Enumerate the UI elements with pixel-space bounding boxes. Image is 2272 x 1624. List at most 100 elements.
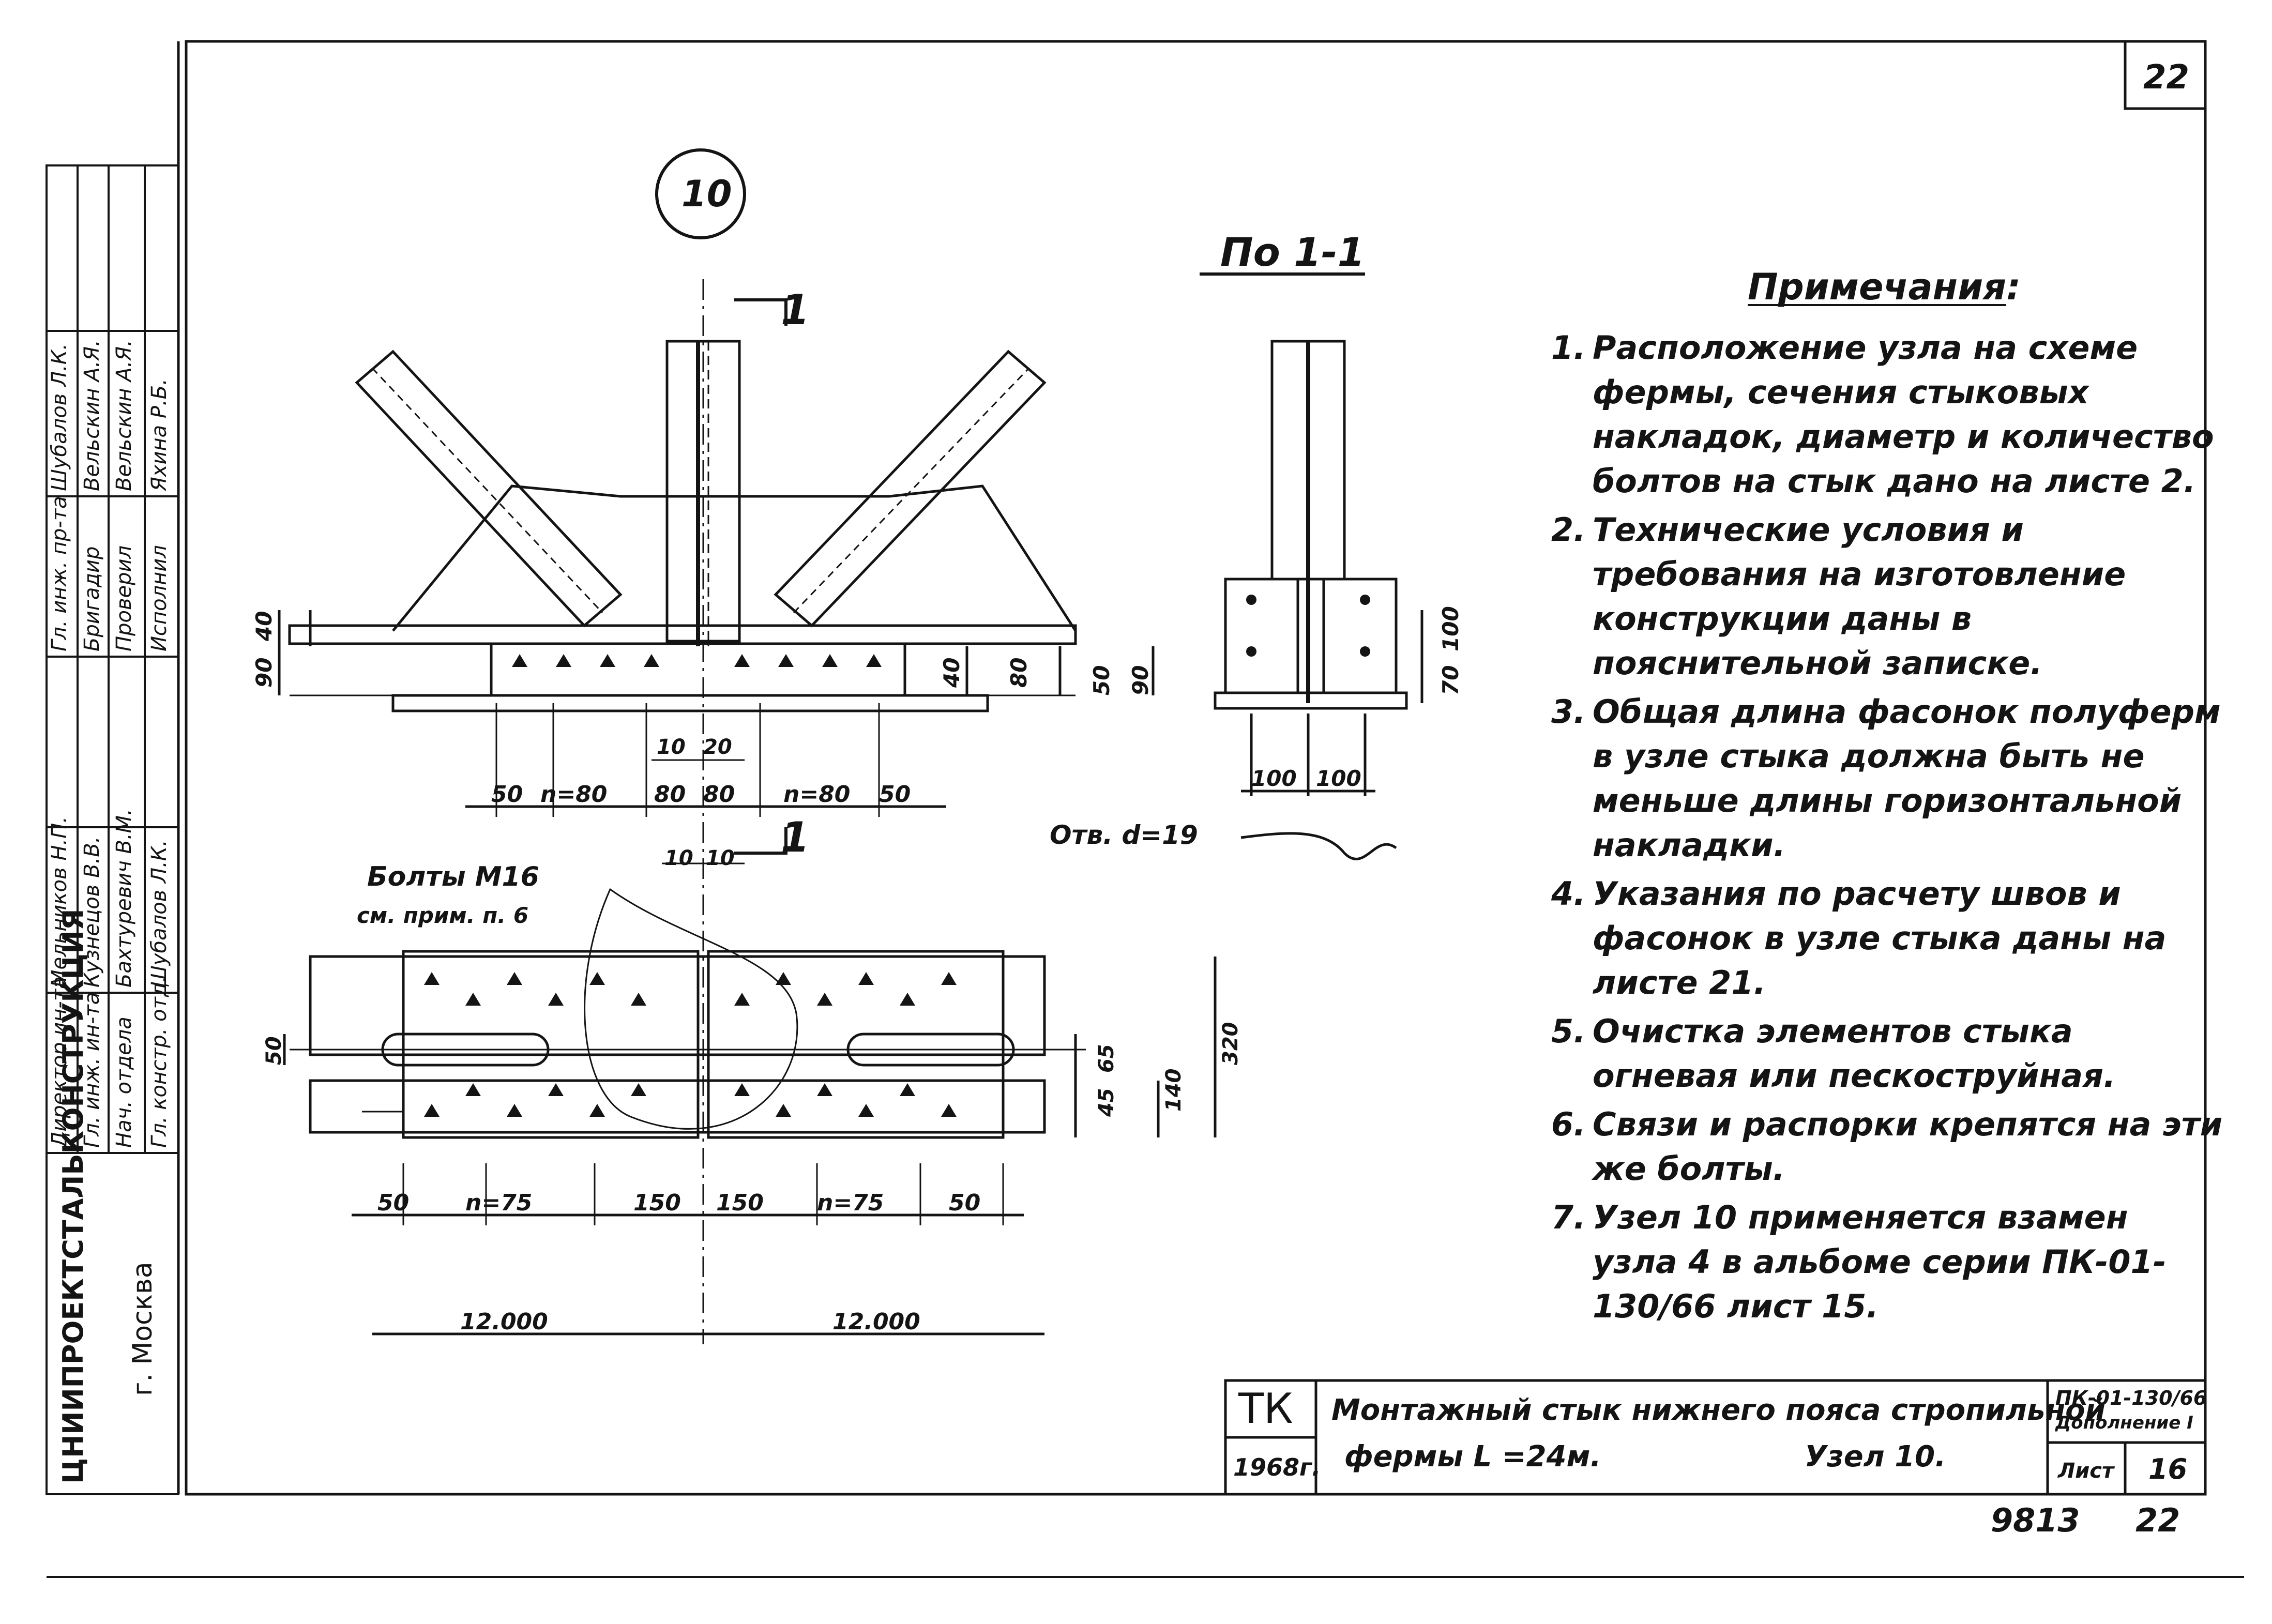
plan-view — [283, 862, 1217, 1335]
splice-plate-bottom — [391, 694, 989, 712]
bottom-number: 9813 — [1991, 1501, 2080, 1539]
dim-s100b: 100 — [1316, 766, 1361, 791]
stamp-role: Гл. инж. пр-та — [48, 496, 71, 651]
plan-dim-top10b: 10 — [706, 846, 735, 870]
corner-box — [2124, 40, 2207, 110]
section-bolt-marks — [1246, 595, 1370, 657]
stamp-name: Бахтуревич В.М. — [112, 809, 136, 988]
gusset-plate — [392, 484, 1077, 632]
dim-v80: 80 — [1006, 657, 1032, 688]
note-item: 3.Общая длина фасонок полуферм в узле ст… — [1551, 693, 2221, 864]
plan-dim-v45: 45 — [1095, 1088, 1118, 1117]
dim-s100a: 100 — [1251, 766, 1297, 791]
stamp-name: Мельников Н.П. — [48, 816, 71, 988]
note-item: 4.Указания по расчету швов и фасонок в у… — [1551, 875, 2167, 1001]
plan-bolt-marks — [424, 972, 957, 1117]
section-marker-top: 1 — [781, 286, 810, 334]
plan-dim-v320: 320 — [1219, 1022, 1243, 1066]
section-marker-bottom: 1 — [781, 813, 810, 861]
title-line2: фермы L =24м. — [1344, 1440, 1601, 1474]
note-item: 2.Технические условия и требования на из… — [1551, 511, 2126, 682]
notes-block: Примечания: 1.Расположение узла на схеме… — [1551, 269, 2223, 1333]
section-base — [1214, 691, 1408, 710]
dim-row-50b: 50 — [879, 781, 911, 808]
dim-s70: 70 — [1438, 665, 1463, 695]
stamp-name: Вельскин А.Я. — [80, 340, 104, 491]
dim-h20: 20 — [703, 735, 732, 759]
side-stamp-frame — [46, 164, 179, 1495]
note-item: 1.Расположение узла на схеме фермы, сече… — [1551, 329, 2214, 500]
plan-row-50a: 50 — [377, 1190, 410, 1216]
plan-dim-top10a: 10 — [664, 846, 693, 870]
hole-label: Отв. d=19 — [1050, 820, 1198, 850]
dim-row-50a: 50 — [491, 781, 523, 808]
title-line1: Монтажный стык нижнего пояса стропильной — [1331, 1393, 2106, 1427]
stamp-role: Проверил — [112, 545, 136, 651]
plan-dim-v65: 65 — [1095, 1044, 1118, 1073]
title-block-frame — [1224, 1379, 2207, 1496]
section-1-1-view — [1200, 272, 1423, 860]
plan-row-150a: 150 — [633, 1190, 681, 1216]
plan-row-n75b: n=75 — [817, 1190, 884, 1216]
plan-row-50b: 50 — [949, 1190, 981, 1216]
stamp-role: Директор ин-та — [48, 976, 71, 1148]
plan-splice-left — [402, 950, 700, 1139]
dim-s100: 100 — [1438, 606, 1463, 651]
bolts-ref: см. прим. п. 6 — [357, 903, 529, 928]
plan-flange-top — [309, 955, 1046, 1056]
section-plate-left — [1224, 578, 1299, 694]
plan-flange-bottom — [309, 1079, 1046, 1134]
stamp-name: Шубалов Л.К. — [48, 343, 71, 491]
plan-dim-v50: 50 — [262, 1036, 286, 1065]
plan-dim-v140: 140 — [1162, 1068, 1186, 1112]
stamp-role: Гл. констр. отд. — [147, 976, 171, 1148]
title-sheet-no: 16 — [2148, 1453, 2188, 1485]
section-title: По 1-1 — [1220, 229, 1365, 275]
title-node: Узел 10. — [1805, 1440, 1946, 1474]
note-item: 5.Очистка элементов стыка огневая или пе… — [1551, 1012, 2116, 1095]
stamp-name: Кузнецов В.В. — [80, 836, 104, 988]
title-year: 1968г. — [1233, 1453, 1321, 1481]
right-diagonal — [774, 350, 1047, 628]
plan-row-150b: 150 — [716, 1190, 764, 1216]
dim-row-80b: 80 — [703, 781, 735, 808]
bolts-label: Болты М16 — [367, 861, 539, 892]
stamp-role: Исполнил — [147, 545, 171, 651]
stamp-name: Вельскин А.Я. — [112, 340, 136, 491]
stamp-role: Нач. отдела — [112, 1016, 136, 1148]
dim-h10: 10 — [657, 735, 686, 759]
dim-v90: 90 — [251, 657, 277, 688]
stamp-city: г. Москва — [127, 1262, 158, 1396]
plan-splice-right — [707, 950, 1005, 1139]
elevation-view — [278, 279, 1155, 1344]
span-right: 12.000 — [832, 1309, 920, 1335]
span-left: 12.000 — [460, 1309, 548, 1335]
title-code: ТК — [1238, 1385, 1293, 1433]
sheet-border — [185, 40, 2207, 1496]
title-supplement: Дополнение I — [2055, 1413, 2193, 1433]
notes-heading: Примечания: — [1748, 266, 2021, 308]
plan-row-n75a: n=75 — [465, 1190, 533, 1216]
dim-row-n80b: n=80 — [783, 781, 851, 808]
bottom-right-number: 22 — [2135, 1501, 2180, 1539]
node-number-circle — [655, 148, 746, 239]
dim-row-n80a: n=80 — [540, 781, 608, 808]
note-item: 6.Связи и распорки крепятся на эти же бо… — [1551, 1105, 2223, 1188]
left-diagonal — [355, 350, 623, 628]
node-number: 10 — [681, 173, 732, 215]
title-series: ПК-01-130/66 — [2055, 1387, 2207, 1409]
stamp-name: Яхина Р.Б. — [147, 378, 171, 491]
stamp-role: Бригадир — [80, 546, 104, 651]
dim-row-80a: 80 — [654, 781, 686, 808]
corner-number: 22 — [2143, 58, 2190, 97]
elevation-bolt-marks — [512, 654, 882, 667]
splice-plate-top — [490, 642, 906, 697]
note-item: 7.Узел 10 применяется взамен узла 4 в ал… — [1551, 1198, 2167, 1325]
dim-v50: 50 — [1089, 665, 1114, 695]
section-plate-right — [1322, 578, 1398, 694]
dim-v90b: 90 — [1128, 665, 1153, 695]
stamp-role: Гл. инж. ин-та — [80, 992, 104, 1148]
dim-v40b: 40 — [939, 657, 964, 688]
title-sheet-label: Лист — [2058, 1459, 2114, 1483]
